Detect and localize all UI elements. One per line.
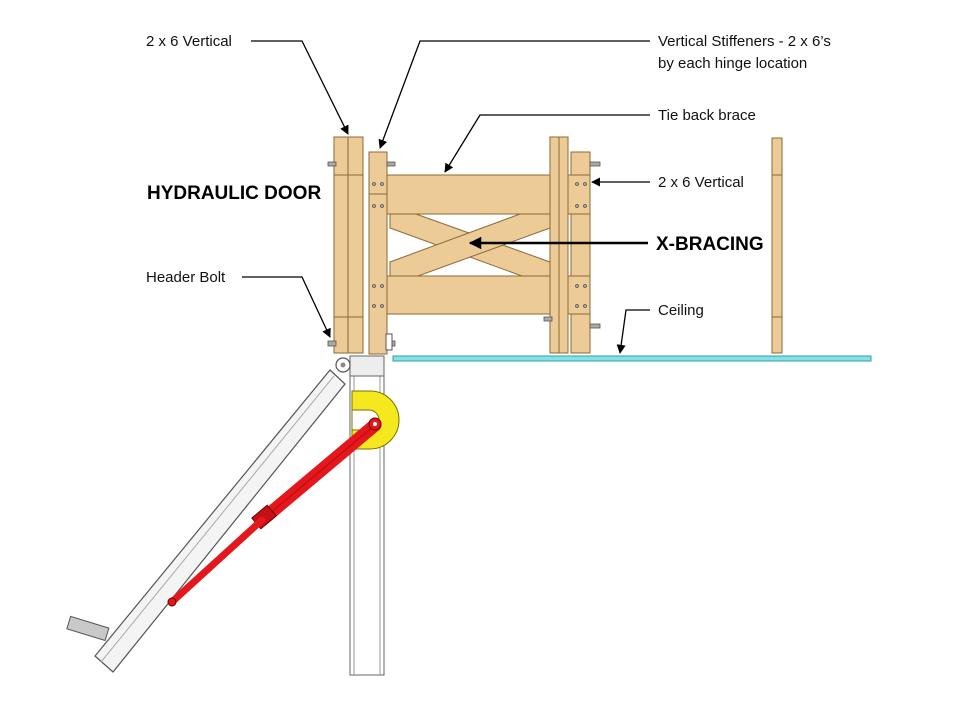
- far-right-vertical: [771, 137, 783, 354]
- left-stiffener: [368, 151, 388, 355]
- bolts: [327, 161, 601, 347]
- label-stiffeners-line1: Vertical Stiffeners - 2 x 6’s: [658, 33, 831, 50]
- ceiling-beam: [392, 355, 872, 362]
- label-x-bracing: X-BRACING: [656, 234, 764, 255]
- door-assembly: [66, 355, 400, 676]
- label-ceiling: Ceiling: [658, 302, 704, 319]
- leader-ceiling: [616, 309, 650, 354]
- leader-tie-back: [444, 114, 650, 173]
- top-rail: [386, 174, 551, 215]
- label-left-2x6-vertical: 2 x 6 Vertical: [146, 33, 232, 50]
- leader-header-bolt: [242, 276, 331, 338]
- label-tie-back-brace: Tie back brace: [658, 107, 756, 124]
- leader-stiffeners: [378, 40, 650, 149]
- diagram-title: HYDRAULIC DOOR: [147, 183, 321, 204]
- door-leaf: [66, 369, 346, 673]
- label-right-2x6-vertical: 2 x 6 Vertical: [658, 174, 744, 191]
- label-stiffeners-line2: by each hinge location: [658, 55, 807, 72]
- leader-lines: [242, 40, 650, 354]
- hydraulic-cylinder: [167, 417, 382, 607]
- label-header-bolt: Header Bolt: [146, 269, 226, 286]
- top-hinge-block: [349, 355, 385, 377]
- bottom-rail: [386, 275, 551, 315]
- leader-left-vertical: [251, 40, 349, 135]
